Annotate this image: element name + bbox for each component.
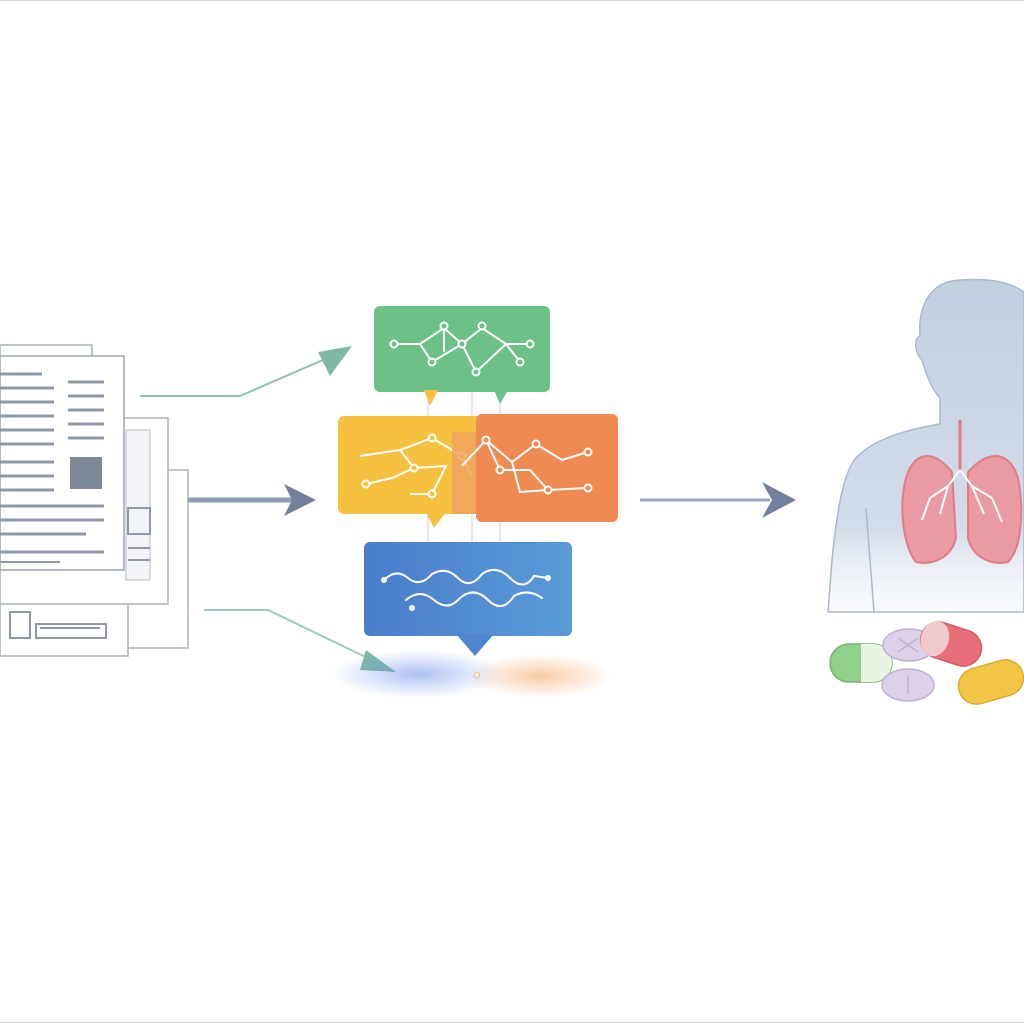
molecular-graph-icon [461, 435, 593, 495]
arrow-docs-to-green [140, 346, 352, 397]
card-glow-orange [468, 654, 612, 698]
lungs-icon [901, 420, 1023, 564]
arrow-cards-to-patient [640, 482, 796, 518]
card-glow-blue [332, 650, 504, 698]
tablet-lavender-bottom [881, 668, 935, 702]
top-border [0, 0, 1024, 1]
document-sheet-front [0, 344, 125, 571]
capsule-yellow [957, 659, 1024, 705]
document-stack-icon [0, 344, 189, 657]
waveform-icon [381, 568, 551, 611]
pills-icon [829, 621, 1024, 705]
arrow-docs-to-yellow [187, 484, 316, 516]
capsule-red [919, 621, 983, 667]
molecular-graph-card-green [374, 306, 550, 406]
capsule-green [829, 643, 893, 683]
waveform-card-blue [364, 542, 572, 678]
bottom-border [0, 1022, 1024, 1023]
molecular-graph-icon [389, 321, 535, 377]
molecular-graph-card-orange [452, 414, 618, 522]
